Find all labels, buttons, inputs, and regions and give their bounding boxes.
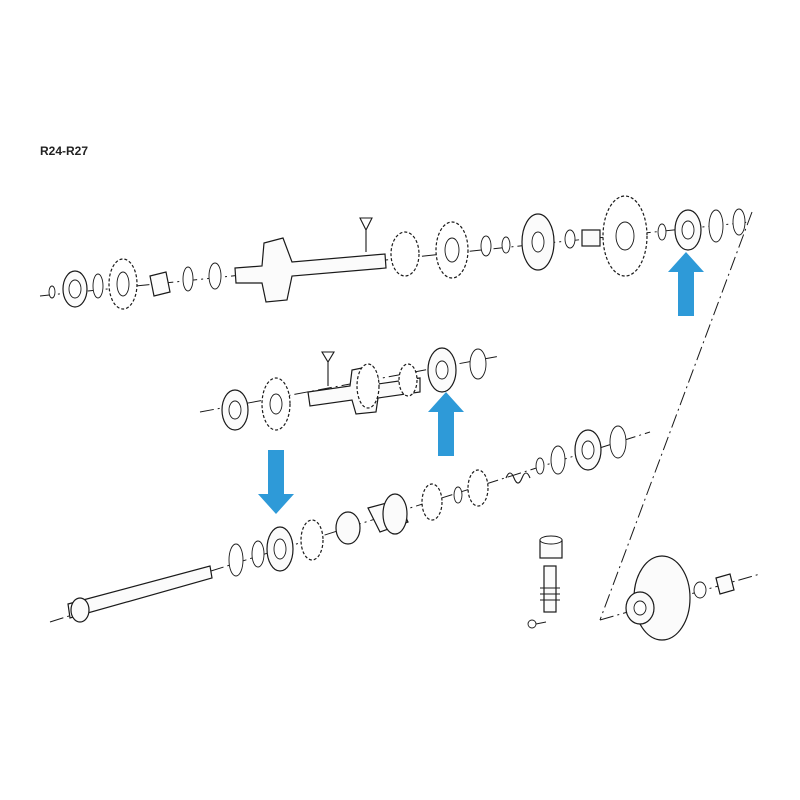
bushing [581, 229, 601, 247]
key-pin [359, 217, 373, 252]
washer [501, 236, 511, 254]
nut [715, 573, 735, 595]
speedometer-drive [527, 535, 563, 629]
housing-guide-line [599, 211, 753, 621]
gear [390, 231, 420, 277]
ring [550, 445, 566, 475]
ring [469, 348, 487, 380]
bottom-shaft-assembly [49, 425, 651, 623]
gear [300, 519, 324, 561]
top-shaft-assembly [39, 195, 751, 310]
ring [182, 266, 194, 292]
middle-shaft-assembly [199, 347, 501, 431]
washer [657, 223, 667, 241]
ring [708, 209, 724, 243]
washer [48, 285, 56, 299]
main-shaft [67, 565, 213, 619]
washer [453, 486, 463, 504]
top-shaft [234, 237, 387, 303]
model-label: R24-R27 [40, 144, 89, 158]
washer [535, 457, 545, 475]
arrow-up-icon [668, 252, 704, 316]
washer [251, 540, 265, 568]
gear [421, 483, 443, 521]
ring [609, 425, 627, 459]
washer [564, 229, 576, 249]
key-pin [321, 351, 335, 386]
output-flange [599, 555, 761, 641]
washer [92, 273, 104, 299]
gear [398, 363, 418, 397]
bushing [149, 271, 171, 297]
gear [356, 363, 380, 409]
washer [480, 235, 492, 257]
screw [527, 619, 537, 629]
ring [732, 208, 746, 236]
arrow-down-icon [258, 450, 294, 514]
spring [505, 472, 531, 484]
shaft-end [70, 597, 90, 623]
washer [693, 581, 707, 599]
arrow-up-icon [428, 392, 464, 456]
washer [228, 543, 244, 577]
gear [467, 469, 489, 507]
ring [208, 262, 222, 290]
drive-pinion [543, 565, 557, 613]
bushing [335, 511, 361, 545]
